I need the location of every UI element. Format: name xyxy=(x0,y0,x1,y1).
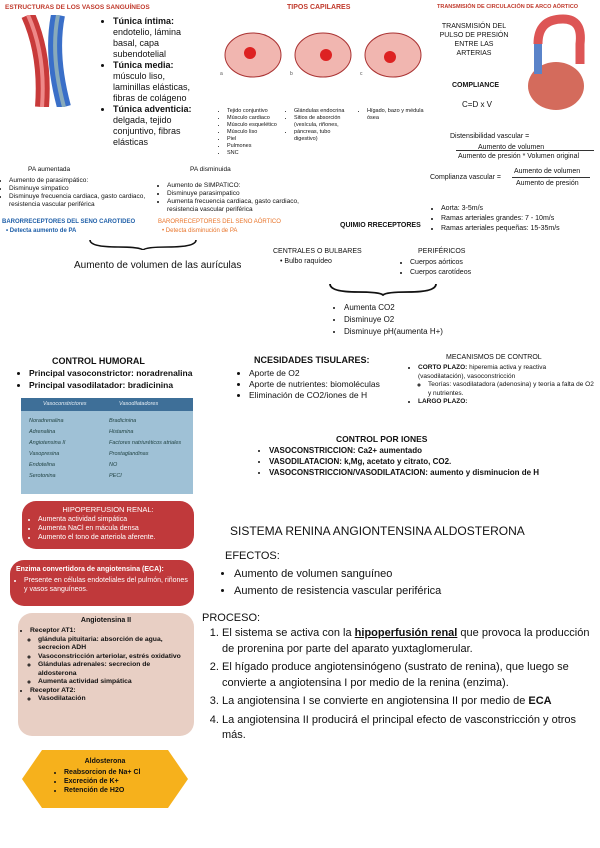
aldosterone-list: Reabsorcion de Na+ ClExcreción de K+Rete… xyxy=(56,768,186,795)
atria-volume-text: Aumento de volumen de las aurículas xyxy=(74,260,242,271)
eca-list: Presente en células endoteliales del pul… xyxy=(16,576,192,594)
aortic-arch-title: TRANSMISIÓN DE CIRCULACIÓN DE ARCO AÓRTI… xyxy=(437,4,579,10)
sraa-title: SISTEMA RENINA ANGIONTENSINA ALDOSTERONA xyxy=(230,524,525,538)
pulse-transmission-text: TRANSMISIÓN DEL PULSO DE PRESIÓN ENTRE L… xyxy=(439,23,509,57)
table-head-vasoconstrictors: Vasoconstrictores xyxy=(43,401,87,407)
distensibility-bar xyxy=(456,150,594,151)
tissue-needs-list: Aporte de O2Aporte de nutrientes: biomol… xyxy=(238,368,408,401)
capillary-label-c: c xyxy=(360,71,363,77)
pa-up-list: Aumento de parasimpático:Disminuye simpa… xyxy=(2,177,152,209)
process-list: El sistema se activa con la hipoperfusió… xyxy=(208,626,592,744)
tissue-needs-title: NCESIDADES TISULARES: xyxy=(254,355,370,365)
process-label: PROCESO: xyxy=(202,612,261,624)
renal-hypoperfusion-box: HIPOPERFUSION RENAL: Aumenta actividad s… xyxy=(22,501,194,549)
humoral-list: Principal vasoconstrictor: noradrenalina… xyxy=(18,367,192,391)
effects-label: EFECTOS: xyxy=(225,550,280,562)
compliance-numerator: Aumento de volumen xyxy=(514,168,581,175)
compliance-formula: C=D x V xyxy=(462,100,493,109)
capillary-a-sites: Tejido conjuntivoMúsculo cardiacoMúsculo… xyxy=(220,108,282,157)
pulse-speed-list: Aorta: 3-5m/sRamas arteriales grandes: 7… xyxy=(432,204,597,234)
compliance-denominator: Aumento de presión xyxy=(516,180,579,187)
mechanisms-title: MECANISMOS DE CONTROL xyxy=(446,354,542,361)
central-chemo-title: CENTRALES O BULBARES xyxy=(273,248,362,255)
layer-adventitia: Túnica adventicia: delgada, tejido conju… xyxy=(113,104,200,148)
ions-list: VASOCONSTRICCION: Ca2+ aumentadoVASODILA… xyxy=(258,445,548,478)
distensibility-denominator: Aumento de presión * Volumen original xyxy=(458,153,580,160)
peripheral-chemo-title: PERIFÉRICOS xyxy=(418,248,466,255)
distensibility-numerator: Aumento de volumen xyxy=(478,144,545,151)
pa-up-label: PA aumentada xyxy=(28,166,71,173)
eca-box: Enzima convertidora de angiotensina (ECA… xyxy=(10,560,194,606)
chemo-stimuli-list: Aumenta CO2Disminuye O2Disminuye pH(aume… xyxy=(336,302,443,338)
compliance-bar xyxy=(512,177,590,178)
eca-title: Enzima convertidora de angiotensina (ECA… xyxy=(16,566,164,573)
angiotensin-ii-list: Receptor AT1: glándula pituitaria: absor… xyxy=(22,627,190,704)
renal-hypoperfusion-title: HIPOPERFUSION RENAL: xyxy=(62,505,154,514)
vessel-layers-list: Túnica íntima: endotelio, lámina basal, … xyxy=(105,16,200,148)
effects-list: Aumento de volumen sanguíneoAumento de r… xyxy=(220,566,580,600)
mechanisms-list: CORTO PLAZO: hiperemia activa y reactiva… xyxy=(410,364,595,407)
angiotensin-ii-box: Angiotensina II Receptor AT1: glándula p… xyxy=(18,613,194,736)
ions-title: CONTROL POR IONES xyxy=(336,434,428,444)
brace-chemo xyxy=(328,282,438,297)
vessel-structure-title: ESTRUCTURAS DE LOS VASOS SANGUÍNEOS xyxy=(5,4,150,11)
capillary-b-sites: Glándulas endocrinaSitios de absorción (… xyxy=(287,108,355,143)
compliance-vascular-title: Complianza vascular = xyxy=(430,174,502,181)
capillary-types-title: TIPOS CAPILARES xyxy=(287,4,351,11)
pa-down-label: PA disminuida xyxy=(190,166,231,173)
aldosterone-box: Aldosterona Reabsorcion de Na+ ClExcreci… xyxy=(20,748,190,810)
humoral-table: Vasoconstrictores Vasodilatadores Noradr… xyxy=(21,398,193,494)
brace-atria xyxy=(88,237,198,252)
capillary-label-a: a xyxy=(220,71,223,77)
chemoreceptors-title: QUIMIO RRECEPTORES xyxy=(340,222,421,229)
peripheral-chemo-list: Cuerpos aórticosCuerpos carotídeos xyxy=(402,258,471,278)
layer-media: Túnica media: músculo liso, laminillas e… xyxy=(113,60,200,104)
table-head-vasodilators: Vasodilatadores xyxy=(119,401,159,407)
baro-aortic-item: • Detecta disminución de PA xyxy=(162,228,238,234)
angiotensin-ii-title: Angiotensina II xyxy=(80,617,132,624)
vessel-illustration xyxy=(20,12,96,109)
humoral-title: CONTROL HUMORAL xyxy=(52,356,145,366)
capillary-c-sites: Hígado, bazo y médula ósea xyxy=(360,108,432,122)
heart-illustration xyxy=(518,14,590,114)
renal-hypoperfusion-list: Aumenta actividad simpáticaAumenta NaCl … xyxy=(30,515,190,542)
layer-intima: Túnica íntima: endotelio, lámina basal, … xyxy=(113,16,200,60)
baro-aortic-title: BARORRECEPTORES DEL SENO AÓRTICO xyxy=(158,219,281,225)
compliance-label: COMPLIANCE xyxy=(452,82,500,89)
distensibility-title: Distensibilidad vascular = xyxy=(450,133,530,140)
capillary-label-b: b xyxy=(290,71,293,77)
pa-down-list: Aumento de SIMPATICO:Disminuye parasimpa… xyxy=(160,182,320,214)
baro-carotid-item: • Detecta aumento de PA xyxy=(6,228,77,234)
baro-carotid-title: BARORRECEPTORES DEL SENO CAROTIDEO xyxy=(2,219,136,225)
aldosterone-title: Aldosterona xyxy=(84,758,126,765)
capillary-illustration: a b c xyxy=(218,15,430,103)
central-chemo-item: • Bulbo raquídeo xyxy=(280,258,332,265)
